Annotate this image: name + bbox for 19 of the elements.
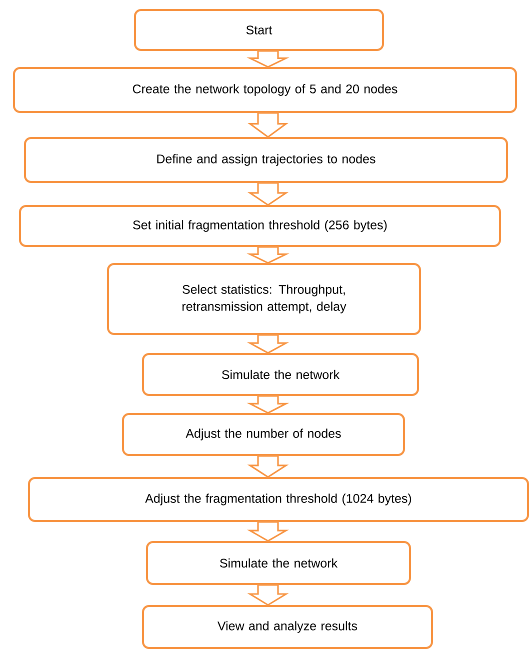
process-box: Set initial fragmentation threshold (256 bytes) [19, 205, 501, 247]
block-arrow [247, 182, 289, 206]
block-arrow [246, 50, 290, 68]
process-box: Adjust the number of nodes [122, 413, 405, 456]
process-box: Adjust the fragmentation threshold (1024 bytes) [28, 477, 529, 522]
process-box: Start [134, 9, 384, 51]
block-arrow [246, 395, 290, 414]
block-arrow [247, 521, 289, 542]
process-box: Simulate the network [142, 353, 419, 396]
process-box: Select statistics: Throughput, retransmission attempt, delay [107, 263, 421, 335]
process-box: Create the network topology of 5 and 20 nodes [13, 67, 517, 113]
block-arrow [248, 112, 288, 138]
block-arrow [247, 584, 289, 606]
process-box: Simulate the network [146, 541, 411, 585]
block-arrow [247, 455, 289, 478]
block-arrow [246, 246, 290, 264]
process-box: Define and assign trajectories to nodes [24, 137, 508, 183]
process-box: View and analyze results [142, 605, 433, 649]
block-arrow [246, 334, 290, 354]
